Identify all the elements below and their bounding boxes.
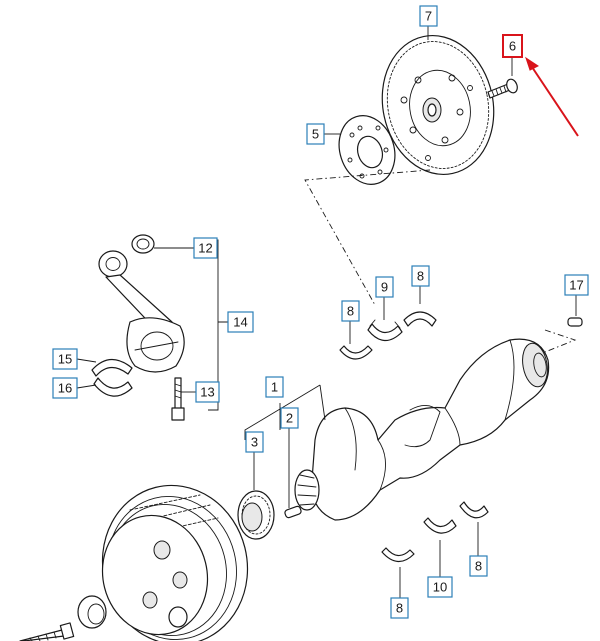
callout-box [419,5,438,27]
callout-number: 8 [347,304,354,319]
leader-lines [76,26,577,598]
callout-box [227,311,254,333]
callout-number: 14 [233,315,247,330]
crankshaft-gear [237,490,275,540]
rod-bolt [171,377,185,421]
callout-c5: 5 [306,123,325,145]
callout-number: 3 [251,435,258,450]
callout-c8b: 8 [411,265,430,287]
rod-bearing-upper [91,358,133,377]
callout-c6: 6 [502,34,523,58]
flywheel [381,34,495,176]
callout-box [280,407,299,429]
alignment-line-rear [544,329,577,353]
callout-number: 12 [198,241,212,256]
callout-number: 16 [58,381,72,396]
callout-c1: 1 [265,376,284,398]
alignment-line-upper [304,169,431,306]
vibration-damper-pulley [101,484,249,641]
callout-number: 7 [425,9,432,24]
callout-c17: 17 [564,274,589,296]
callout-box [390,597,409,619]
rod-bearing-lower [93,377,133,397]
callout-box [52,377,78,399]
bracket-1 [244,384,326,440]
highlight-arrow [525,56,579,137]
small-end-bushing [131,234,155,254]
callout-box [341,300,360,322]
callout-c16: 16 [52,377,78,399]
callout-number: 8 [475,559,482,574]
callout-c8a: 8 [341,300,360,322]
callout-box [306,123,325,145]
callout-box [502,34,523,58]
main-bearing-upper-right [403,311,437,327]
thrust-bearing-lower [423,517,457,534]
callout-box [564,274,589,296]
woodruff-key [284,505,302,519]
spacer-plate [338,115,396,185]
callout-number: 2 [286,411,293,426]
callout-number: 9 [381,280,388,295]
thrust-bearing-upper [367,319,403,342]
callout-box [375,276,394,298]
crankshaft [294,338,550,521]
main-bearing-lower-left [381,547,415,563]
callout-number: 17 [569,278,583,293]
callout-c8c: 8 [390,597,409,619]
callout-number: 8 [396,601,403,616]
callout-c2: 2 [280,407,299,429]
callout-box [469,555,488,577]
callout-c14: 14 [227,311,254,333]
callout-c9: 9 [375,276,394,298]
main-bearing-upper-left [339,345,373,360]
callout-c13: 13 [195,381,220,403]
callout-box [193,237,218,259]
callout-box [411,265,430,287]
connecting-rod [98,250,185,373]
flywheel-bolt [487,78,518,99]
callout-number: 5 [312,127,319,142]
callout-c15: 15 [52,348,78,370]
main-bearing-lower-right [459,501,489,519]
callout-box [195,381,220,403]
callout-box [427,576,453,598]
callout-c10: 10 [427,576,453,598]
damper-bolt [19,622,75,641]
pilot-bearing [567,317,583,327]
callout-c12: 12 [193,237,218,259]
callout-number: 13 [200,385,214,400]
callout-c3: 3 [245,431,264,453]
callout-number: 1 [271,380,278,395]
callout-number: 8 [417,269,424,284]
callout-c8d: 8 [469,555,488,577]
callout-box [52,348,78,370]
callout-number: 15 [58,352,72,367]
callout-box [245,431,264,453]
callout-number: 10 [433,580,447,595]
callout-box [265,376,284,398]
callout-c7: 7 [419,5,438,27]
callout-number: 6 [509,39,516,54]
damper-washer [77,595,107,629]
